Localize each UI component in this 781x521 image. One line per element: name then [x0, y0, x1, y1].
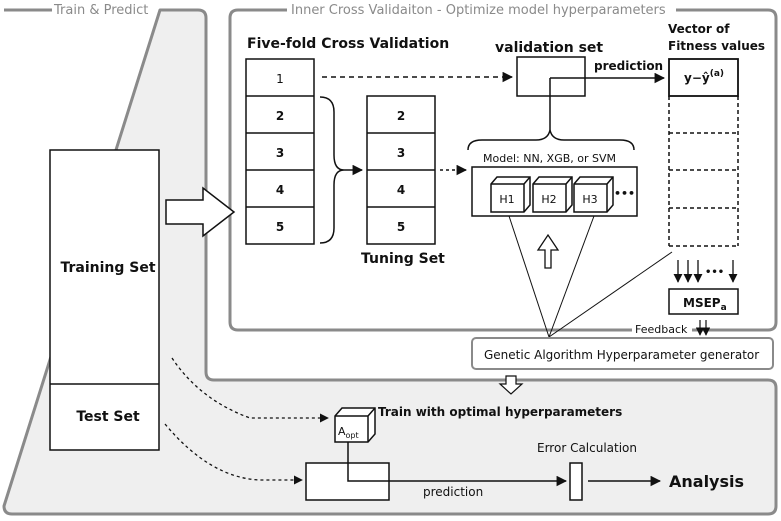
tuning-fold-4: 4 [397, 183, 405, 197]
svg-text:Aopt: Aopt [338, 425, 359, 440]
test-to-prediction-arrow [164, 423, 303, 485]
fold-column: 1 2 3 4 5 [245, 58, 315, 245]
fold-4: 4 [276, 183, 284, 197]
msep-box [668, 288, 739, 315]
tuning-fold-5: 5 [397, 220, 405, 234]
validation-set-box [516, 56, 586, 97]
outer-panel-label: Train & Predict [53, 3, 148, 18]
msep-label: MSEPa [683, 296, 727, 313]
tuning-fold-3: 3 [397, 146, 405, 160]
msep-arrows-ellipsis: ••• [705, 267, 724, 278]
training-test-box [49, 149, 160, 451]
fitness-expression: y−ŷ(a) [684, 69, 724, 85]
feedback-label: Feedback [635, 323, 688, 336]
svg-text:H2: H2 [541, 193, 556, 206]
fold-3: 3 [276, 146, 284, 160]
analysis-label: Analysis [669, 472, 744, 491]
model-brace [467, 129, 635, 151]
training-to-aopt-arrow [171, 357, 329, 423]
error-calc-box [569, 462, 583, 501]
tuning-fold-2: 2 [397, 109, 405, 123]
svg-text:H3: H3 [582, 193, 597, 206]
fold-1: 1 [276, 72, 284, 86]
fold-5: 5 [276, 220, 284, 234]
inner-panel-label: Inner Cross Validaiton - Optimize model … [291, 3, 666, 18]
tuning-column: 2 3 4 5 [366, 95, 436, 245]
fitness-title-line1: Vector of [668, 22, 730, 36]
validation-set-label: validation set [495, 40, 603, 56]
test-set-label: Test Set [76, 409, 140, 425]
ga-up-arrow [536, 233, 560, 269]
svg-text:H1: H1 [499, 193, 514, 206]
fitness-first-cell [668, 58, 739, 97]
training-to-cv-arrow [165, 186, 236, 238]
hyper-cube-h1: H1 [490, 176, 531, 213]
ga-lines [508, 215, 673, 338]
outer-panel [2, 8, 778, 516]
ga-box [471, 337, 774, 370]
fold-2: 2 [276, 109, 284, 123]
prediction-path-arrow [347, 442, 568, 487]
hyper-cube-h2: H2 [532, 176, 573, 213]
aopt-cube: Aopt [334, 407, 376, 443]
msep-arrows [673, 260, 738, 283]
ga-label: Genetic Algorithm Hyperparameter generat… [484, 348, 759, 362]
hyper-cube-h3: H3 [573, 176, 614, 213]
fitness-dashed-cells [668, 96, 739, 247]
model-label: Model: NN, XGB, or SVM [483, 152, 616, 165]
fitness-title-line2: Fitness values [668, 39, 765, 53]
prediction-bottom-label: prediction [423, 485, 483, 499]
ga-down-arrow [498, 375, 524, 395]
hyper-ellipsis: ••• [614, 187, 635, 200]
feedback-bg [632, 322, 692, 336]
train-optimal-label: Train with optimal hyperparameters [378, 405, 622, 419]
error-calc-label: Error Calculation [537, 441, 637, 455]
tuning-set-label: Tuning Set [361, 251, 445, 267]
training-set-label: Training Set [60, 260, 155, 276]
prediction-top-label: prediction [594, 59, 663, 73]
cv-title: Five-fold Cross Validation [247, 36, 449, 52]
